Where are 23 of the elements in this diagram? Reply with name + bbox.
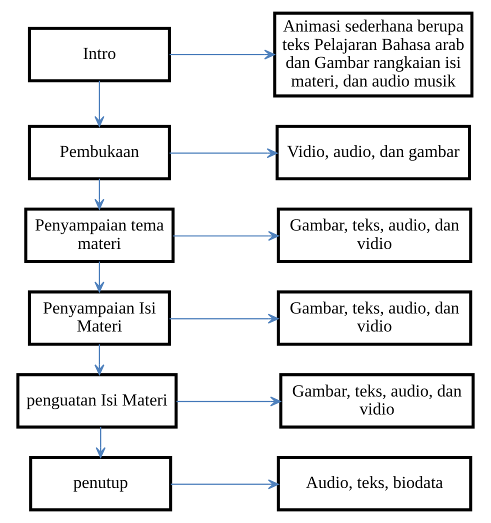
node-box: Gambar, teks, audio, dan vidio (276, 290, 472, 346)
arrow (96, 427, 106, 458)
node-box: penguatan Isi Materi (16, 373, 178, 429)
arrow (94, 344, 104, 376)
arrow (170, 148, 278, 158)
arrow (170, 50, 275, 60)
arrow (94, 178, 104, 210)
node-box: Penyampaian Isi Materi (28, 290, 171, 346)
node-box: penutup (29, 456, 172, 512)
arrow (94, 262, 104, 292)
node-box: Vidio, audio, dan gambar (276, 124, 471, 180)
node-box: Pembukaan (28, 124, 171, 180)
node-box: Intro (28, 26, 171, 82)
arrow (94, 80, 104, 127)
node-box: Audio, teks, biodata (276, 456, 472, 512)
node-box: Penyampaian tema materi (24, 208, 175, 264)
arrow (173, 230, 279, 241)
node-box: Animasi sederhana berupa teks Pelajaran Bahasa arab dan Gambar rangkaian isi materi, dan audio musik (273, 12, 474, 98)
arrow (176, 396, 281, 406)
arrow (170, 479, 279, 490)
node-box: Gambar, teks, audio, dan vidio (279, 373, 475, 429)
node-box: Gambar, teks, audio, dan vidio (276, 208, 472, 264)
arrow (170, 314, 279, 324)
